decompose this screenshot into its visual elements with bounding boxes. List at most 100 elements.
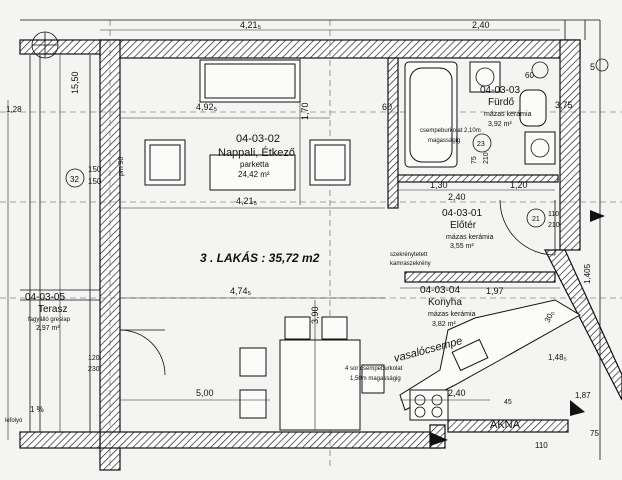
- dim-label: 1,70: [300, 102, 310, 120]
- coffee-table: [209, 154, 296, 191]
- dim-label: 2,40: [448, 388, 466, 398]
- terrace-area: 2,97 m²: [36, 325, 60, 332]
- dim-label: 2,40: [472, 20, 490, 30]
- dim-label: 4,92₅: [196, 102, 218, 112]
- worktop: [399, 299, 581, 411]
- elevation-marker-icon: [65, 168, 85, 188]
- dim-label: 4,21₅: [236, 196, 258, 206]
- marker-label: 23: [477, 141, 485, 148]
- dim-label: 110: [535, 441, 548, 450]
- dim-label: 75: [471, 156, 478, 164]
- dining-furniture: [239, 316, 385, 431]
- kitchen-tile-note: 4 sor csempeburkolat: [345, 366, 403, 372]
- shaft-label: AKNA: [490, 419, 521, 431]
- dining-table: [279, 339, 361, 431]
- washbasin: [469, 61, 501, 93]
- elevation-marker-icon: [595, 58, 609, 72]
- wall-shaft: [447, 419, 569, 433]
- sink: [451, 338, 489, 372]
- dim-label: 1,20: [510, 180, 528, 190]
- wardrobe-note: szekrénytetett: [390, 252, 428, 258]
- living-area: 24,42 m²: [238, 170, 270, 179]
- marker-label: 5: [590, 62, 595, 72]
- chair: [239, 347, 267, 377]
- marker-label: 21: [532, 216, 540, 223]
- wall-right-upper: [559, 39, 581, 251]
- marker-label: 32: [70, 175, 79, 184]
- elevation-marker-icon: [472, 133, 492, 153]
- chair: [361, 364, 385, 394]
- section-arrow-icon: [590, 210, 605, 222]
- bathroom-fixtures: [404, 61, 556, 168]
- wall-diagonal: [544, 249, 622, 401]
- labels: 3 . LAKÁS : 35,72 m2 04-03-02 Nappali, É…: [5, 20, 599, 450]
- dim-label: 210: [548, 222, 560, 229]
- wardrobe-note-2: kamraszekrény: [390, 261, 431, 267]
- section-arrow-icon: [570, 400, 585, 416]
- wall-top: [99, 39, 581, 59]
- hob: [409, 389, 449, 421]
- markers: [65, 58, 609, 446]
- wall-bath-bottom: [397, 174, 559, 183]
- dim-label: 210: [483, 152, 490, 164]
- apartment-title: 3 . LAKÁS : 35,72 m2: [200, 250, 320, 265]
- kitchen-code: 04-03-04: [420, 285, 460, 296]
- dim-label: 110: [548, 211, 559, 218]
- dim-label: 15,50: [70, 71, 80, 94]
- dim-label: 4,74₅: [230, 286, 252, 296]
- dim-label: 2,40: [448, 192, 466, 202]
- wall-kitchen-top: [404, 271, 556, 283]
- living-name: Nappali, Étkező: [218, 146, 295, 159]
- wall-terrace-low: [19, 431, 101, 449]
- bath-tile-note: csempeburkolat 2,10m: [420, 128, 481, 134]
- dim-label: 150: [88, 165, 102, 174]
- hall-code: 04-03-01: [442, 208, 482, 219]
- toilet: [519, 89, 547, 127]
- chair: [239, 389, 267, 419]
- washing-machine: [524, 131, 556, 165]
- kitchen-name: Konyha: [428, 297, 462, 308]
- dim-label: 1,28: [6, 105, 22, 114]
- bath-name: Fürdő: [488, 97, 515, 108]
- kitchen-tile-note-2: 1,50m magasságig: [350, 376, 401, 382]
- dim-label: 1,87: [575, 391, 591, 400]
- hall-name: Előtér: [450, 220, 477, 231]
- wall-bath-left: [387, 57, 399, 209]
- dim-label: 1,48₅: [548, 353, 567, 362]
- slope-label: 1 %: [30, 405, 44, 414]
- hall-area: 3,55 m²: [450, 243, 474, 250]
- dim-label: 60: [382, 102, 392, 112]
- terrace-code: 04-03-05: [25, 292, 65, 303]
- entrance-door: [499, 199, 556, 256]
- dim-label: 120: [88, 355, 100, 362]
- living-furniture: [144, 59, 351, 191]
- kitchen-area: 3,82 m²: [432, 321, 456, 328]
- hall-floor: mázas kerámia: [446, 234, 494, 241]
- dim-label: pm 90: [118, 156, 125, 176]
- dim-label: 1,30: [430, 180, 448, 190]
- dimension-lines: [7, 29, 560, 440]
- dim-label: 230: [88, 366, 100, 373]
- kitchen-counter: [399, 299, 581, 421]
- section-arrow-icon: [430, 432, 448, 446]
- elevation-marker-icon: [526, 208, 546, 228]
- dim-label: 5,00: [196, 388, 214, 398]
- living-code: 04-03-02: [236, 133, 280, 145]
- chair: [321, 316, 348, 340]
- terrace-name: Terasz: [38, 304, 67, 315]
- bath-code: 04-03-03: [480, 85, 520, 96]
- dim-label: 4,21₅: [240, 20, 262, 30]
- gutter-label: lefolyó: [5, 418, 23, 424]
- dim-label: 60: [525, 71, 534, 80]
- kitchen-floor: mázas kerámia: [428, 311, 476, 318]
- outline-frame: [20, 19, 601, 460]
- dim-label: 1,97: [486, 286, 504, 296]
- bath-floor: mázas kerámia: [484, 111, 532, 118]
- dim-label: 150: [88, 177, 102, 186]
- dim-label: 75: [590, 429, 599, 438]
- bath-tile-note-2: magasságig: [428, 138, 460, 144]
- terrace-door: [119, 329, 166, 376]
- marker-label: 45: [504, 399, 512, 406]
- terrace-outline: [20, 31, 100, 432]
